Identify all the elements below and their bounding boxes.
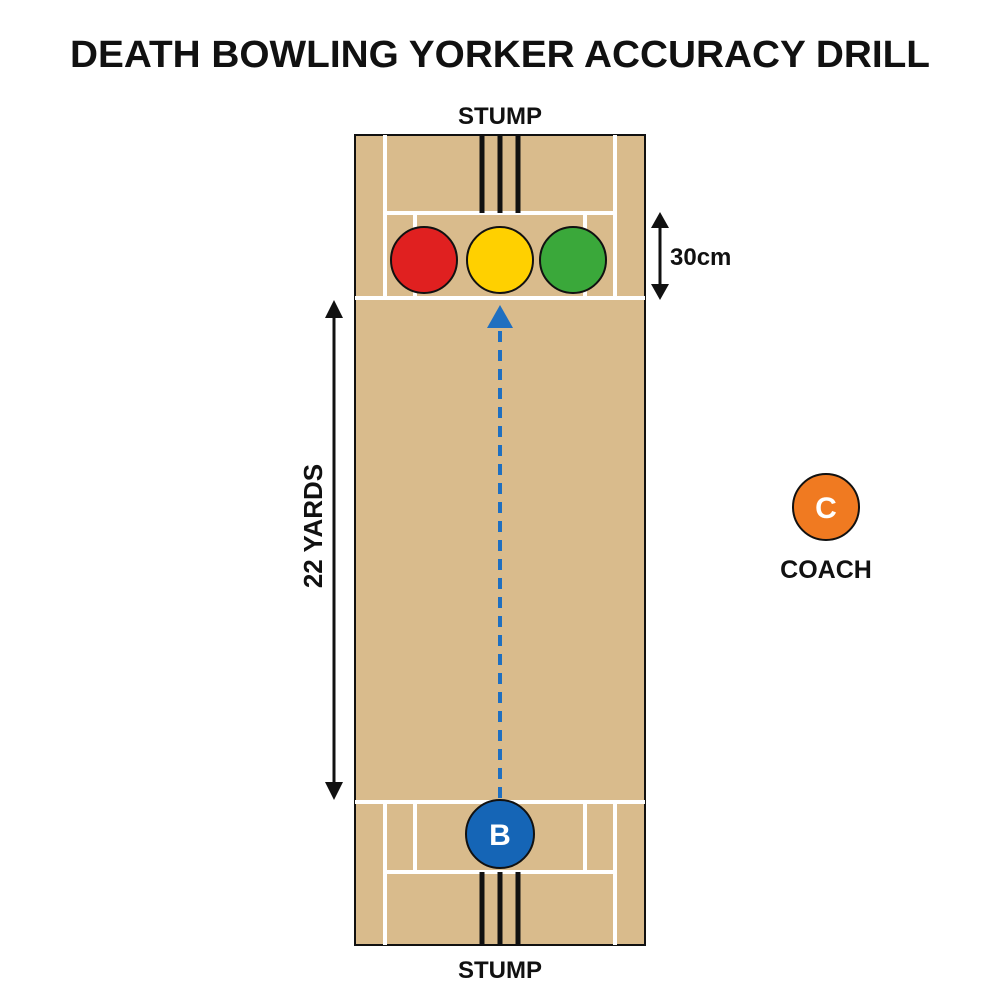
stumps-top-icon [479,135,521,213]
bowler-letter: B [489,819,511,852]
coach-circle [792,473,860,541]
bowler-circle [465,799,535,869]
stump-label-bottom: STUMP [458,957,542,984]
stump-label-top: STUMP [458,103,542,130]
stumps-bottom-icon [479,872,521,945]
bowler-marker: B [465,799,535,869]
pitch-length-dimension [325,300,343,800]
coach-marker: C [792,473,860,541]
top-crease-markings [355,135,645,300]
target-depth-label: 30cm [670,244,731,271]
pitch-length-label: 22 YARDS [298,464,328,588]
yellow-target [466,226,534,294]
green-target [539,226,607,294]
target-depth-dimension [651,212,669,300]
delivery-path-arrowhead [487,305,513,328]
red-target [390,226,458,294]
coach-label: COACH [780,556,872,584]
page-title: DEATH BOWLING YORKER ACCURACY DRILL [70,34,930,76]
coach-letter: C [815,492,837,525]
